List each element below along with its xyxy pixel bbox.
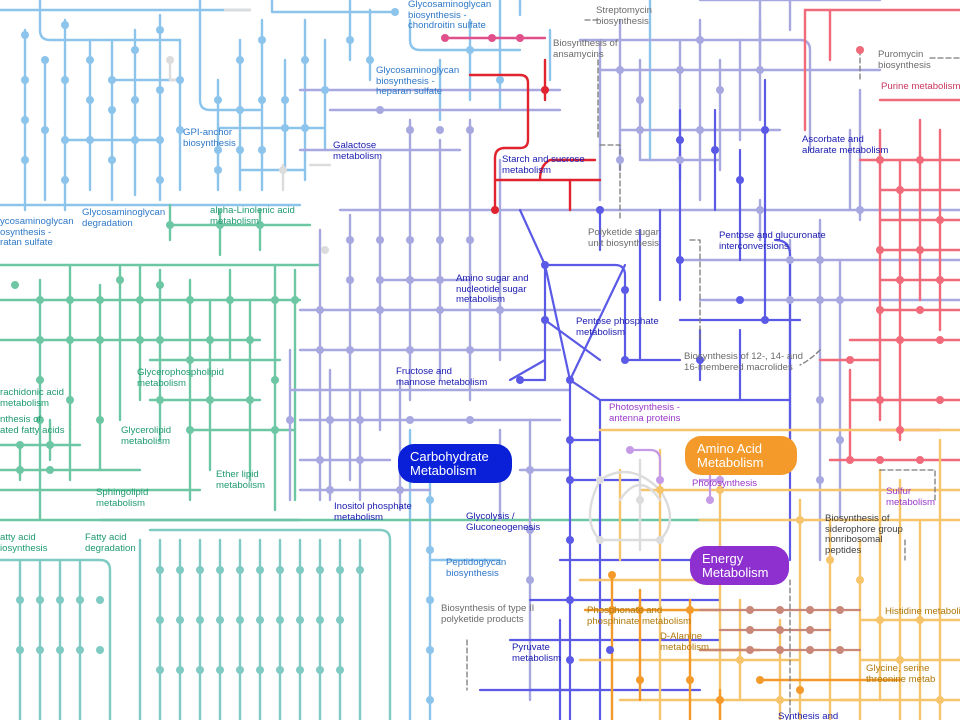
label-linolenic[interactable]: alpha-Linolenic acid metabolism: [210, 205, 295, 227]
label-purine[interactable]: Purine metabolism: [881, 81, 960, 92]
label-type2-polyketide[interactable]: Biosynthesis of type II polyketide produ…: [441, 603, 535, 625]
label-glycosaminoglycan-chondroitin[interactable]: Glycosaminoglycan biosynthesis - chondro…: [408, 0, 492, 31]
label-pentose-phosphate[interactable]: Pentose phosphate metabolism: [576, 316, 659, 338]
label-glycine-serine[interactable]: Glycine, serine threonine metab: [866, 663, 936, 685]
starch-sucrose-pathways: [468, 58, 602, 212]
label-ansamycins[interactable]: Biosynthesis of ansamycins: [553, 38, 618, 60]
glycolysis-pathways: [478, 78, 802, 720]
label-sulfur[interactable]: Sulfur metabolism: [886, 486, 936, 508]
category-amino-acid-metabolism[interactable]: Amino Acid Metabolism: [685, 436, 797, 475]
label-glycerophospholipid[interactable]: Glycerophospholipid metabolism: [137, 367, 224, 389]
label-unsaturated-fatty-acids[interactable]: nthesis of ated fatty acids: [0, 414, 65, 436]
label-glycerolipid[interactable]: Glycerolipid metabolism: [121, 425, 172, 447]
orange-pathways: [583, 573, 902, 720]
category-energy-metabolism[interactable]: Energy Metabolism: [690, 546, 789, 585]
label-amino-sugar[interactable]: Amino sugar and nucleotide sugar metabol…: [456, 273, 529, 305]
label-starch-sucrose[interactable]: Starch and sucrose metabolism: [502, 154, 585, 176]
label-synthesis-and[interactable]: Synthesis and: [778, 711, 839, 720]
label-galactose[interactable]: Galactose metabolism: [333, 140, 383, 162]
glycan-pathways: [0, 0, 652, 720]
label-keratan-sulfate[interactable]: ycosaminoglycan osynthesis - ratan sulfa…: [0, 216, 74, 248]
label-ascorbate[interactable]: Ascorbate and aldarate metabolism: [802, 134, 889, 156]
label-photosynthesis[interactable]: Photosynthesis: [692, 478, 758, 489]
amino-acid-pathways: [578, 428, 960, 720]
label-siderophore[interactable]: Biosynthesis of siderophore group nonrib…: [825, 513, 903, 556]
label-pyruvate[interactable]: Pyruvate metabolism: [512, 642, 562, 664]
label-macrolides[interactable]: Biosynthesis of 12-, 14- and 16-membered…: [684, 351, 803, 373]
label-glycolysis[interactable]: Glycolysis / Gluconeogenesis: [466, 511, 541, 533]
purine-pathways: [803, 8, 960, 462]
compound-nodes: [11, 8, 944, 704]
label-glycosaminoglycan-heparan[interactable]: Glycosaminoglycan biosynthesis - heparan…: [376, 65, 460, 97]
label-phosphonate[interactable]: Phosphonate and phosphinate metabolism: [587, 605, 691, 627]
label-arachidonic[interactable]: rachidonic acid metabolism: [0, 387, 64, 409]
label-gpi-anchor[interactable]: GPI-anchor biosynthesis: [183, 127, 236, 149]
label-streptomycin[interactable]: Streptomycin biosynthesis: [596, 5, 652, 27]
label-fructose-mannose[interactable]: Fructose and mannose metabolism: [396, 366, 488, 388]
label-peptidoglycan[interactable]: Peptidoglycan biosynthesis: [446, 557, 507, 579]
label-ether-lipid[interactable]: Ether lipid metabolism: [216, 469, 266, 491]
label-sphingolipid[interactable]: Sphingolipid metabolism: [96, 487, 149, 509]
dashed-links: [466, 19, 960, 720]
label-inositol-phosphate[interactable]: Inositol phosphate metabolism: [334, 501, 412, 523]
label-fatty-acid-biosynthesis[interactable]: atty acid iosynthesis: [0, 532, 48, 554]
label-photosynthesis-antenna[interactable]: Photosynthesis - antenna proteins: [609, 402, 681, 424]
label-polyketide-sugar[interactable]: Polyketide sugar unit biosynthesis: [588, 227, 659, 249]
category-carbohydrate-metabolism[interactable]: Carbohydrate Metabolism: [398, 444, 512, 483]
label-histidine[interactable]: Histidine metabolism: [885, 606, 960, 617]
label-pentose-glucuronate[interactable]: Pentose and glucuronate interconversions: [719, 230, 826, 252]
label-puromycin[interactable]: Puromycin biosynthesis: [878, 49, 931, 71]
label-d-alanine[interactable]: D-Alanine metabolism: [660, 631, 710, 653]
label-fatty-acid-degradation[interactable]: Fatty acid degradation: [85, 532, 136, 554]
label-gag-degradation[interactable]: Glycosaminoglycan degradation: [82, 207, 166, 229]
fatty-acid-pathways: [0, 528, 392, 720]
